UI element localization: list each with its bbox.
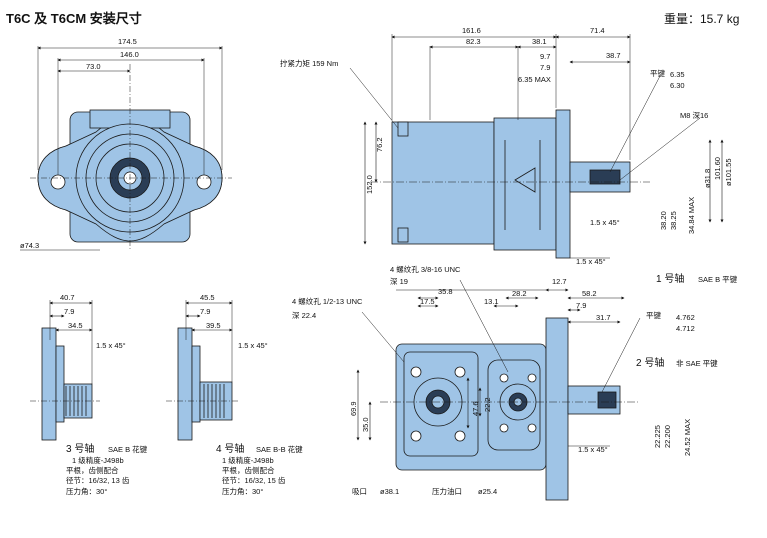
dim-1-5x45-a: 1.5 x 45° (590, 218, 620, 227)
dim-38-1: 38.1 (532, 37, 547, 46)
shaft3-note-4: 压力角：30° (66, 486, 107, 496)
page-title: T6C 及 T6CM 安装尺寸 (6, 11, 142, 26)
shaft2-name: 2 号轴 (636, 356, 664, 369)
shaft3-note-3: 径节：16/32, 13 齿 (66, 475, 130, 485)
r-dim-47-6: 47.6 (471, 401, 480, 416)
r-dim-58-2: 58.2 (582, 289, 597, 298)
r-dim-31-7: 31.7 (596, 313, 611, 322)
dim-6-35max: 6.35 MAX (518, 75, 551, 84)
dim-82-3: 82.3 (466, 37, 481, 46)
key-dim-b: 6.30 (670, 81, 685, 90)
shaft2-key-label: 平键 (646, 310, 661, 320)
key-dim-a: 6.35 (670, 70, 685, 79)
dim-34-84max: 34.84 MAX (687, 197, 696, 234)
side-flange (555, 109, 571, 259)
shaft3-note-2: 平根，齿侧配合 (66, 465, 119, 475)
shaft2-key-b: 4.712 (676, 324, 695, 333)
rear-view (356, 279, 641, 501)
side-body-front (493, 117, 557, 251)
dim-73-0: 73.0 (86, 62, 101, 71)
dim-phi-31-8: ø31.8 (703, 169, 712, 188)
dim-71-4: 71.4 (590, 26, 605, 35)
r-dim-12-7: 12.7 (552, 277, 567, 286)
thread-suction-label: 4 螺纹孔 1/2-13 UNC (292, 296, 363, 306)
r-dim-35-8: 35.8 (438, 287, 453, 296)
shaft3-view (30, 300, 100, 441)
suction-dia: ø38.1 (380, 487, 399, 496)
shaft4-name: 4 号轴 (216, 442, 244, 455)
shaft1-spec: SAE B 平键 (698, 274, 738, 284)
dim-76-2: 76.2 (375, 137, 384, 152)
dim-38-20: 38.20 (659, 211, 668, 230)
r-dim-28-2: 28.2 (512, 289, 527, 298)
rear-flange (545, 317, 569, 501)
shaft3-note-1: 1 级精度-J498b (72, 455, 124, 465)
dim-9-7: 9.7 (540, 52, 550, 61)
r-dim-7-9: 7.9 (576, 301, 586, 310)
thread-suction-depth: 深 22.4 (292, 311, 316, 320)
r-dim-chamfer: 1.5 x 45° (578, 445, 608, 454)
key-label: 平键 (650, 68, 665, 78)
dim-152-0: 152.0 (365, 175, 374, 194)
shaft4-note-4: 压力角：30° (222, 486, 263, 496)
s2-dim-24-52max: 24.52 MAX (683, 419, 692, 456)
thread-pressure-label: 4 螺纹孔 3/8-16 UNC (390, 264, 461, 274)
s4-dim-7-9: 7.9 (200, 307, 210, 316)
mount-hole-right (196, 174, 212, 190)
dim-146-0: 146.0 (120, 50, 139, 59)
shaft4-note-1: 1 级精度-J498b (222, 455, 274, 465)
pressure-label: 压力油口 (432, 486, 462, 496)
dim-phi-101-55: ø101.55 (724, 158, 733, 186)
weight-label: 重量：15.7 kg (664, 12, 740, 26)
shaft2-spec: 非 SAE 平键 (676, 358, 718, 368)
dim-174-5: 174.5 (118, 37, 137, 46)
r-dim-13-1: 13.1 (484, 297, 499, 306)
r-dim-35-0: 35.0 (361, 417, 370, 432)
r-dim-22-2: 22.2 (483, 397, 492, 412)
shaft4-spec: SAE B-B 花键 (256, 444, 303, 454)
side-body (391, 121, 495, 245)
torque-label: 拧紧力矩 159 Nm (280, 58, 338, 68)
s3-dim-chamfer: 1.5 x 45° (96, 341, 126, 350)
s4-dim-chamfer: 1.5 x 45° (238, 341, 268, 350)
shaft4-note-3: 径节：16/32, 15 齿 (222, 475, 286, 485)
s4-dim-39-5: 39.5 (206, 321, 221, 330)
shaft4-note-2: 平根，齿侧配合 (222, 465, 275, 475)
shaft3-name: 3 号轴 (66, 442, 94, 455)
shaft1-name: 1 号轴 (656, 272, 684, 285)
pressure-dia: ø25.4 (478, 487, 497, 496)
dim-161-6: 161.6 (462, 26, 481, 35)
dim-38-25: 38.25 (669, 211, 678, 230)
dim-101-60: 101.60 (713, 157, 722, 180)
shaft2-key-a: 4.762 (676, 313, 695, 322)
dim-1-5x45-b: 1.5 x 45° (576, 257, 606, 266)
shaft3-spec: SAE B 花键 (108, 444, 148, 454)
s4-dim-45-5: 45.5 (200, 293, 215, 302)
r-dim-69-9: 69.9 (349, 401, 358, 416)
s2-dim-22-225: 22.225 (653, 425, 662, 448)
thread-label: M8 深16 (680, 111, 708, 120)
thread-pressure-depth: 深 19 (390, 277, 408, 286)
dim-7-9: 7.9 (540, 63, 550, 72)
suction-label: 吸口 (352, 487, 367, 496)
shaft4-view (166, 300, 240, 441)
s3-dim-34-5: 34.5 (68, 321, 83, 330)
s3-dim-7-9: 7.9 (64, 307, 74, 316)
front-view (20, 46, 232, 251)
r-dim-17-5: 17.5 (420, 297, 435, 306)
s3-dim-40-7: 40.7 (60, 293, 75, 302)
s2-dim-22-200: 22.200 (663, 425, 672, 448)
side-view (349, 34, 724, 259)
dim-phi-74-3: ø74.3 (20, 241, 39, 250)
mount-hole-left (50, 174, 66, 190)
dim-38-7: 38.7 (606, 51, 621, 60)
